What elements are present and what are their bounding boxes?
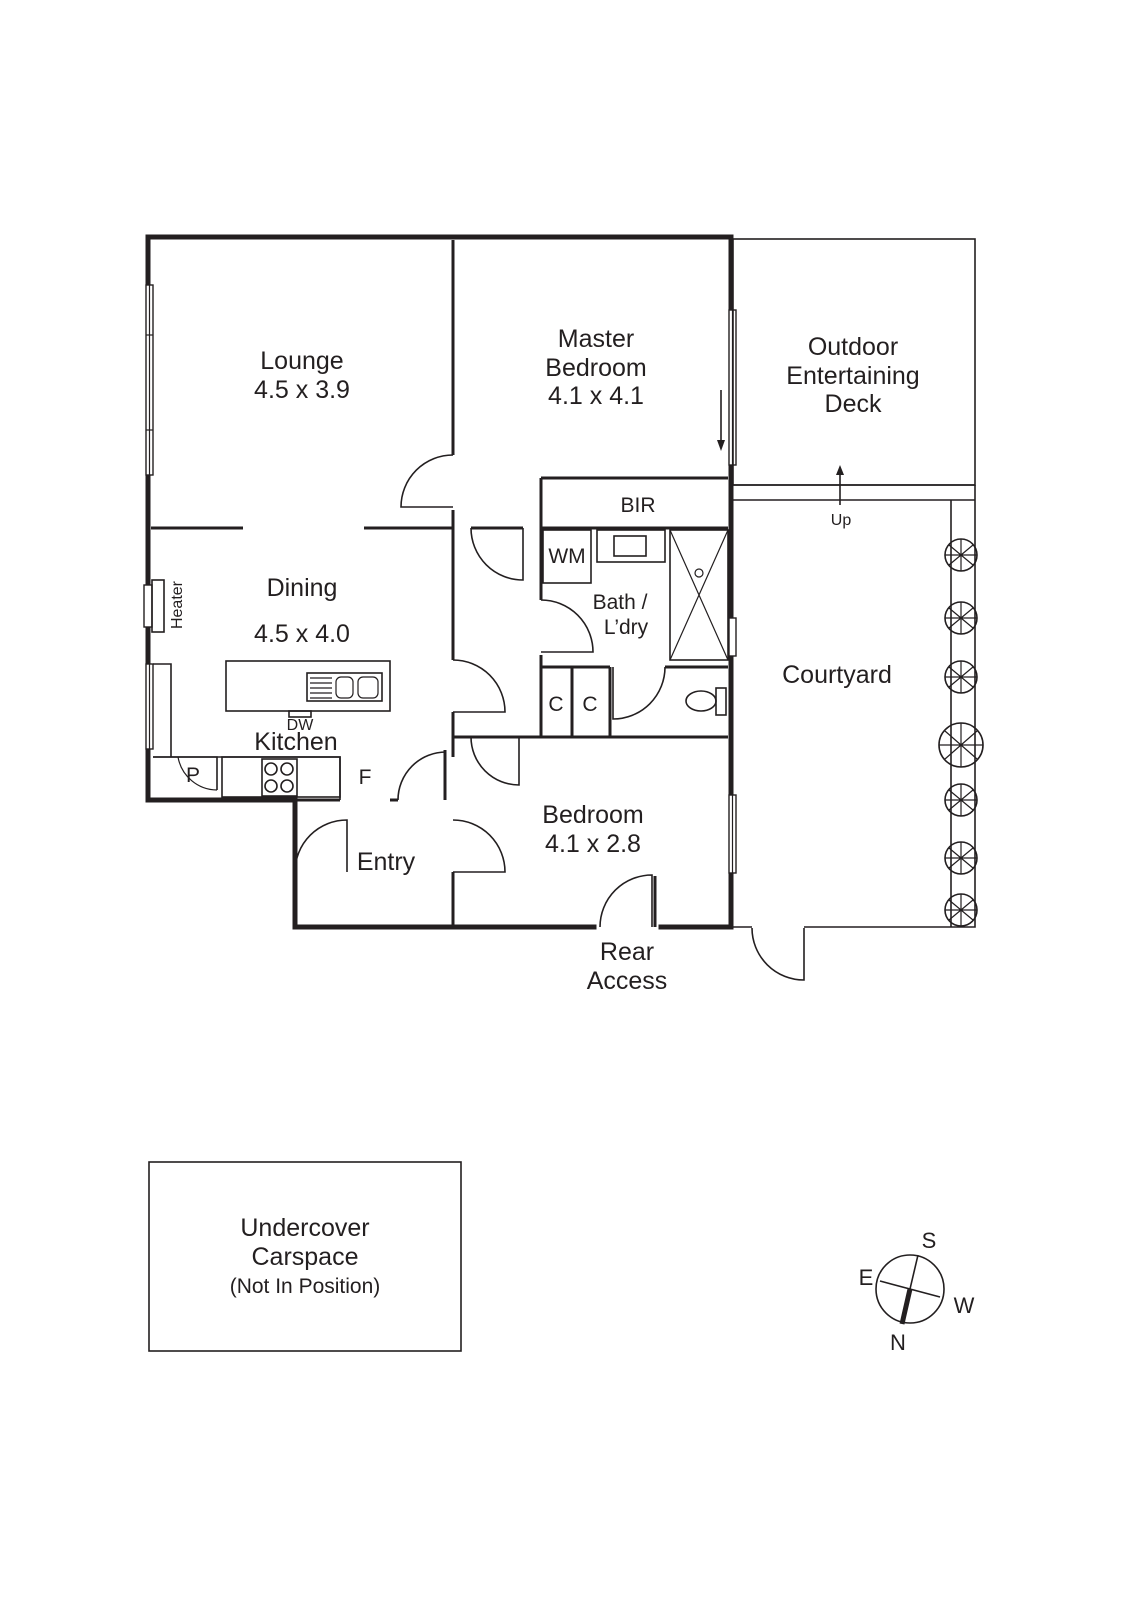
- bedroom-name: Bedroom: [542, 801, 643, 829]
- rear-line-2: Access: [587, 967, 668, 995]
- dining-name: Dining: [267, 574, 338, 602]
- pantry-label: P: [186, 764, 200, 787]
- deck-line-2: Entertaining: [786, 362, 919, 390]
- rear-line-1: Rear: [600, 938, 654, 966]
- bedroom-size: 4.1 x 2.8: [545, 830, 641, 858]
- room-labels: Lounge 4.5 x 3.9 Master Bedroom 4.1 x 4.…: [230, 325, 920, 1298]
- courtyard-name: Courtyard: [782, 661, 892, 689]
- cupboard-2-label: C: [582, 693, 597, 716]
- compass-n: N: [890, 1330, 906, 1355]
- doors: [294, 454, 805, 981]
- fixture-labels: BIR WM Up Heater DW P F C C: [169, 494, 851, 789]
- bath-line-1: Bath /: [593, 591, 648, 614]
- master-name-2: Bedroom: [545, 354, 646, 382]
- carspace-line-2: Carspace: [252, 1243, 359, 1271]
- lounge-name: Lounge: [260, 347, 343, 375]
- compass-w: W: [954, 1293, 975, 1318]
- interior-walls: [151, 240, 728, 931]
- windows: [145, 284, 737, 874]
- master-size: 4.1 x 4.1: [548, 382, 644, 410]
- deck-line-3: Deck: [825, 390, 882, 418]
- master-name-1: Master: [558, 325, 634, 353]
- carspace-line-3: (Not In Position): [230, 1275, 381, 1298]
- lounge-size: 4.5 x 3.9: [254, 376, 350, 404]
- dw-label: DW: [287, 717, 315, 734]
- compass-e: E: [859, 1265, 874, 1290]
- compass-s: S: [922, 1228, 937, 1253]
- cupboard-1-label: C: [548, 693, 563, 716]
- plants: [938, 538, 984, 927]
- deck-line-1: Outdoor: [808, 333, 898, 361]
- compass: [875, 1254, 945, 1325]
- bath-line-2: L’dry: [604, 616, 649, 639]
- entry-name: Entry: [357, 848, 416, 876]
- kitchen-fixtures: [143, 579, 391, 800]
- carspace-outline: [148, 1161, 462, 1352]
- fridge-label: F: [359, 766, 372, 789]
- kitchen-name: Kitchen: [254, 728, 337, 756]
- bath-fixtures: [542, 529, 729, 716]
- heater-label: Heater: [169, 580, 186, 629]
- outdoor-areas: [732, 238, 976, 928]
- compass-labels: S E W N: [859, 1228, 975, 1355]
- up-label: Up: [831, 512, 852, 529]
- dining-size: 4.5 x 4.0: [254, 620, 350, 648]
- carspace-line-1: Undercover: [240, 1214, 369, 1242]
- bir-label: BIR: [620, 494, 655, 517]
- wm-label: WM: [548, 545, 585, 568]
